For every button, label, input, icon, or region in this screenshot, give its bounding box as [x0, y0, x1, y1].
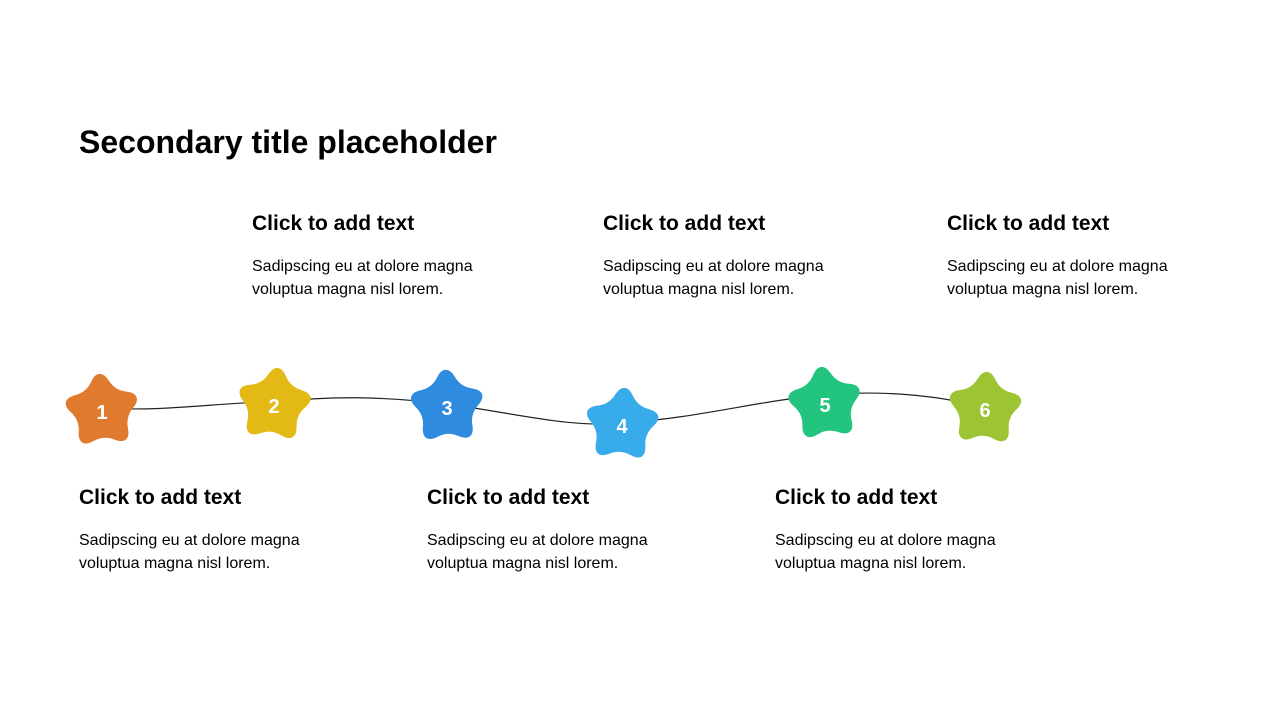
step-5-body[interactable]: Sadipscing eu at dolore magna voluptua m… [775, 532, 996, 572]
step-3-heading[interactable]: Click to add text [427, 486, 590, 509]
step-4-number: 4 [616, 416, 628, 438]
step-1-number: 1 [96, 402, 107, 424]
step-5-number: 5 [819, 395, 830, 417]
step-2-body[interactable]: Sadipscing eu at dolore magna voluptua m… [252, 258, 473, 298]
step-3-star-icon: 3 [410, 369, 483, 439]
slide-title[interactable]: Secondary title placeholder [79, 124, 497, 160]
step-1-star-icon: 1 [65, 373, 137, 444]
step-2-star-icon: 2 [239, 367, 311, 439]
step-2-text-block: Click to add text Sadipscing eu at dolor… [252, 212, 532, 301]
step-1-text-block: Click to add text Sadipscing eu at dolor… [79, 486, 359, 575]
step-3-body[interactable]: Sadipscing eu at dolore magna voluptua m… [427, 532, 648, 572]
step-4-body[interactable]: Sadipscing eu at dolore magna voluptua m… [603, 258, 824, 298]
step-6-body[interactable]: Sadipscing eu at dolore magna voluptua m… [947, 258, 1168, 298]
step-1-body[interactable]: Sadipscing eu at dolore magna voluptua m… [79, 532, 300, 572]
step-6-heading[interactable]: Click to add text [947, 212, 1110, 235]
step-3-number: 3 [441, 398, 452, 420]
step-6-star-icon: 6 [949, 371, 1022, 442]
step-4-heading[interactable]: Click to add text [603, 212, 766, 235]
step-4-text-block: Click to add text Sadipscing eu at dolor… [603, 212, 883, 301]
step-5-star-icon: 5 [788, 366, 860, 438]
step-5-text-block: Click to add text Sadipscing eu at dolor… [775, 486, 1055, 575]
step-4-star-icon: 4 [587, 387, 659, 458]
step-6-number: 6 [979, 400, 990, 422]
step-2-heading[interactable]: Click to add text [252, 212, 415, 235]
step-2-number: 2 [268, 396, 279, 418]
step-6-text-block: Click to add text Sadipscing eu at dolor… [947, 212, 1227, 301]
step-3-text-block: Click to add text Sadipscing eu at dolor… [427, 486, 707, 575]
step-5-heading[interactable]: Click to add text [775, 486, 938, 509]
step-1-heading[interactable]: Click to add text [79, 486, 242, 509]
